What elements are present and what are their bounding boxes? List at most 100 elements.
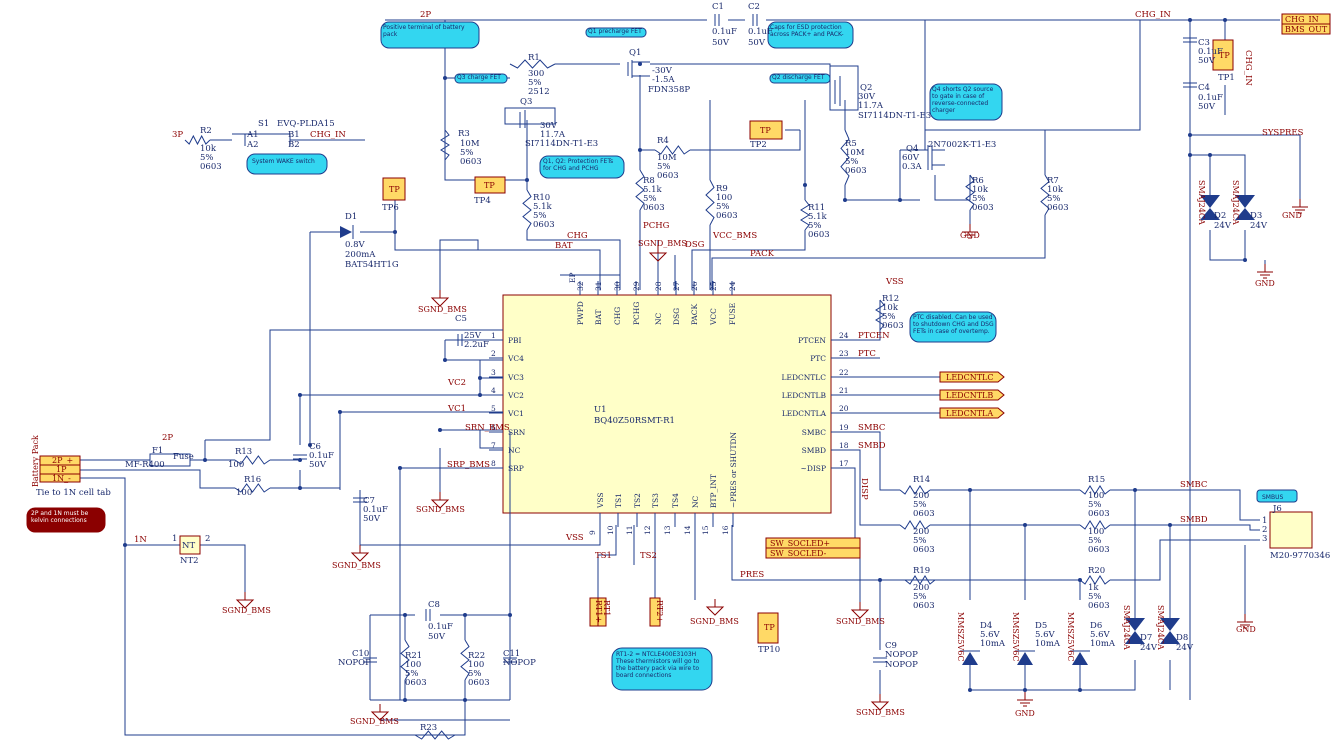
junction-dot: [1188, 153, 1192, 157]
ic-pin-num: 29: [632, 281, 641, 291]
net-srp: SRP_BMS: [447, 460, 490, 470]
svg-text:C4: C4: [1198, 83, 1210, 93]
ic-pin-name: TS3: [651, 493, 660, 508]
svg-text:Battery Pack: Battery Pack: [31, 435, 40, 487]
svg-text:200: 200: [913, 527, 929, 537]
junction-dot: [843, 198, 847, 202]
q3-mosfet[interactable]: [504, 107, 556, 128]
junction-dot: [478, 393, 482, 397]
svg-text:MMSZ5V6C: MMSZ5V6C: [956, 612, 965, 662]
ic-pin-num: 23: [839, 349, 849, 358]
svg-text:24V: 24V: [1176, 643, 1194, 653]
resistor-zigzag: [1040, 174, 1050, 216]
svg-text:TP: TP: [760, 126, 771, 135]
ic-pin-num: 13: [663, 525, 672, 535]
junction-dot: [403, 613, 407, 617]
ic-pin-num: 30: [613, 281, 622, 291]
battery-connector[interactable]: [39, 455, 81, 483]
svg-text:NT2: NT2: [180, 556, 199, 566]
svg-text:-30V: -30V: [652, 66, 673, 76]
svg-text:300: 300: [528, 69, 544, 79]
cap-plates: [425, 609, 431, 621]
svg-text:D1: D1: [345, 212, 357, 222]
net-ptcen: PTCEN: [858, 331, 890, 341]
d1-diode[interactable]: [340, 225, 354, 239]
svg-text:Tie to 1N cell tab: Tie to 1N cell tab: [36, 488, 111, 498]
connector-j6[interactable]: [1269, 511, 1313, 549]
led-port-b: LEDCNTLB: [946, 391, 993, 400]
svg-text:2N7002K-T1-E3: 2N7002K-T1-E3: [928, 140, 996, 150]
svg-text:10mA: 10mA: [1090, 639, 1116, 649]
svg-text:NT: NT: [182, 541, 195, 551]
net-srn: SRN_BMS: [465, 423, 510, 433]
svg-text:C9: C9: [885, 641, 897, 651]
junction-dot: [968, 688, 972, 692]
net-disp: DISP: [859, 478, 869, 500]
svg-text:100: 100: [236, 488, 252, 498]
svg-text:0.1uF: 0.1uF: [1198, 93, 1223, 103]
net-tie-nt2[interactable]: [179, 535, 201, 555]
q4-mosfet[interactable]: [918, 145, 945, 170]
fuse-f1[interactable]: [149, 453, 191, 467]
resistor-zigzag: [522, 189, 532, 231]
svg-text:5.1k: 5.1k: [808, 212, 828, 222]
svg-text:D2: D2: [1214, 211, 1226, 221]
svg-text:200: 200: [913, 583, 929, 593]
gnd-label-14: GND: [1236, 625, 1256, 634]
svg-text:CHG_IN: CHG_IN: [1285, 15, 1319, 24]
svg-text:R15: R15: [1088, 475, 1105, 485]
cap-plates: [714, 14, 720, 26]
junction-dot: [525, 178, 529, 182]
svg-text:R14: R14: [913, 475, 930, 485]
svg-text:10k: 10k: [972, 185, 989, 195]
svg-text:100: 100: [228, 460, 244, 470]
svg-text:5%: 5%: [972, 194, 986, 204]
ic-pin-num: 4: [491, 386, 496, 395]
ic-pin-name: PBI: [508, 336, 522, 345]
ic-pin-num: 7: [491, 441, 496, 450]
gnd-label-5: SGND_BMS: [222, 606, 271, 615]
gnd-label-11: GND: [1282, 211, 1302, 220]
ground-arrow: [430, 492, 450, 509]
net-smbc-right: SMBC: [1180, 480, 1207, 490]
svg-text:50V: 50V: [748, 38, 766, 48]
svg-text:0603: 0603: [716, 211, 738, 221]
svg-text:M20-9770346: M20-9770346: [1270, 551, 1330, 561]
ic-pin-num: 12: [643, 525, 652, 535]
q1-mosfet[interactable]: [627, 60, 650, 80]
resistor-zigzag: [899, 485, 931, 495]
svg-text:SW_SOCLED-: SW_SOCLED-: [770, 549, 827, 558]
ic-u1[interactable]: U1 BQ40Z50RSMT-R1: [502, 294, 832, 514]
svg-text:5%: 5%: [405, 669, 419, 679]
svg-text:R1: R1: [528, 53, 540, 63]
svg-text:R20: R20: [1088, 566, 1105, 576]
net-smbc: SMBC: [858, 423, 885, 433]
switch-s1[interactable]: [210, 133, 365, 146]
ground-arrow: [370, 704, 390, 721]
ic-pin-name: VC1: [507, 409, 524, 418]
svg-text:11.7A: 11.7A: [540, 130, 566, 140]
junction-dot: [1133, 488, 1137, 492]
ic-pin-num: 24: [839, 331, 849, 340]
svg-text:R10: R10: [533, 193, 550, 203]
q2-mosfet[interactable]: [829, 65, 859, 111]
cap-plates: [503, 657, 517, 663]
ic-pin-name: NC: [691, 495, 700, 508]
tvs-diodes: [960, 195, 1255, 665]
ic-part: BQ40Z50RSMT-R1: [594, 416, 675, 426]
svg-text:0.8V: 0.8V: [345, 240, 366, 250]
ground-labels: SGND_BMS SGND_BMS SGND_BMS SGND_BMS SGND…: [222, 211, 1302, 726]
svg-text:B1: B1: [288, 130, 300, 140]
resistor-zigzag: [904, 575, 936, 585]
gnd-label-1: SGND_BMS: [418, 305, 467, 314]
junction-dot: [308, 443, 312, 447]
svg-text:TP: TP: [764, 623, 775, 632]
svg-text:0603: 0603: [1088, 509, 1110, 519]
led-port-a: LEDCNTLA: [946, 409, 993, 418]
ic-pin-name: NC: [654, 312, 663, 325]
svg-text:50V: 50V: [1198, 56, 1216, 66]
svg-text:50V: 50V: [428, 632, 446, 642]
svg-text:5%: 5%: [533, 211, 547, 221]
svg-text:C5: C5: [455, 314, 467, 324]
svg-text:TP: TP: [1219, 51, 1230, 60]
